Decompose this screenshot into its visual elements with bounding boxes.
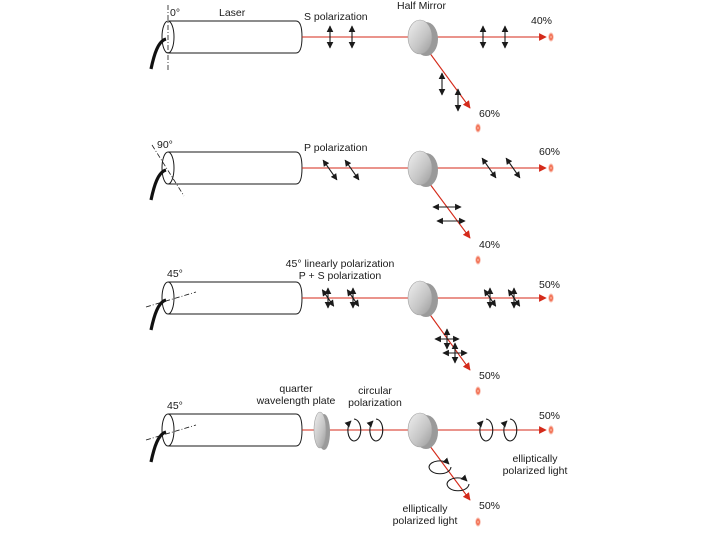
p4-refl-elliptic-arrow-2-curve [446,474,470,492]
laser-cable [149,168,167,201]
panel2-angle-label: 90° [157,139,173,151]
laser-p3 [149,281,303,331]
p4-circular-arrow-1 [344,418,362,442]
p3-in-2-diagonal-arrow [346,289,360,307]
p4-refl-elliptic-arrow-2 [446,474,470,492]
p3-angle-axis [145,291,197,308]
panel3-input-polarization-line1: 45° linearly polarization [285,258,395,270]
panel4-reflected-state-line2: polarized light [392,515,458,527]
panel1-transmitted-percent: 40% [531,15,553,27]
half-mirror-p1 [407,19,438,56]
beam-spot-p2-refl [475,255,481,265]
half-mirror-p2 [407,150,438,187]
laser-cable [149,430,167,463]
panel2-input-polarization-label: P polarization [304,142,368,154]
quarter-wavelength-plate [313,411,330,450]
p4-trans-elliptic-arrow-2-curve [500,418,518,442]
laser-p1 [149,20,303,70]
p4-trans-elliptic-arrow-1-curve [476,418,494,442]
half-mirror-p4 [407,412,438,449]
half-mirror-face [407,19,433,55]
laser-cable [149,298,167,331]
p2-p-arrow-1 [322,159,338,181]
panel4-circular-label-line2: polarization [348,397,402,409]
p3-trans-2-diagonal-arrow [507,289,521,307]
beam-spot-p1-refl [475,123,481,133]
panel1-laser-label: Laser [219,7,246,19]
panel4-reflected-percent: 50% [479,500,501,512]
laser-body [168,413,303,447]
half-mirror-face [407,150,433,186]
panel4-transmitted-percent: 50% [539,410,561,422]
beam-spot-p3-refl [475,386,481,396]
beam-spot-p4-refl [475,517,481,527]
panel1-input-polarization-label: S polarization [304,11,368,23]
p4-refl-elliptic-arrow-1 [428,457,452,475]
laser-end-cap [161,281,175,315]
panel3-reflected-percent: 50% [479,370,501,382]
laser-end-cap [161,151,175,185]
panel3-angle-label: 45° [167,268,183,280]
laser-body [168,20,303,54]
p4-angle-axis [145,424,197,441]
panel1-reflected-percent: 60% [479,108,501,120]
panel4-plate-label-line1: quarter [279,383,313,395]
panel4-plate-label-line2: wavelength plate [256,395,336,407]
laser-cable [149,37,167,70]
panel1-angle-label: 0° [170,7,181,19]
half-mirror-face [407,412,433,448]
panel4-circular-label-line1: circular [358,385,392,397]
half-mirror-face [407,280,433,316]
p4-circular-arrow-2-curve [366,418,384,442]
panel4-transmitted-state-line2: polarized light [502,465,568,477]
panel3-input-polarization-line2: P + S polarization [298,270,382,282]
p2-angle-axis [151,144,185,197]
p4-trans-elliptic-arrow-2 [500,418,518,442]
laser-p4 [149,413,303,463]
p3-trans-1-diagonal-arrow [483,289,497,307]
panel4-angle-label: 45° [167,400,183,412]
beam-spot-p2-trans [548,163,554,173]
p4-refl-elliptic-arrow-1-curve [428,457,452,475]
laser-body [168,281,303,315]
p2-p-arrow-2 [344,159,360,181]
panel2-transmitted-percent: 60% [539,146,561,158]
beam-spot-p1-trans [548,32,554,42]
panel3-transmitted-percent: 50% [539,279,561,291]
panel2-reflected-percent: 40% [479,239,501,251]
beam-spot-p4-trans [548,425,554,435]
panel1-half-mirror-label: Half Mirror [397,0,446,12]
half-mirror-p3 [407,280,438,317]
p3-in-1-diagonal-arrow [321,289,335,307]
beam-spot-p3-trans [548,293,554,303]
p4-circular-arrow-1-curve [344,418,362,442]
p2-trans-arrow-2 [505,157,521,179]
panel4-transmitted-state-line1: elliptically [512,453,558,465]
laser-end-cap [161,413,175,447]
p2-trans-arrow-1 [481,157,497,179]
laser-p2 [149,151,303,201]
plate-face [313,411,327,449]
p4-circular-arrow-2 [366,418,384,442]
p4-trans-elliptic-arrow-1 [476,418,494,442]
laser-body [168,151,303,185]
panel4-reflected-state-line1: elliptically [402,503,448,515]
